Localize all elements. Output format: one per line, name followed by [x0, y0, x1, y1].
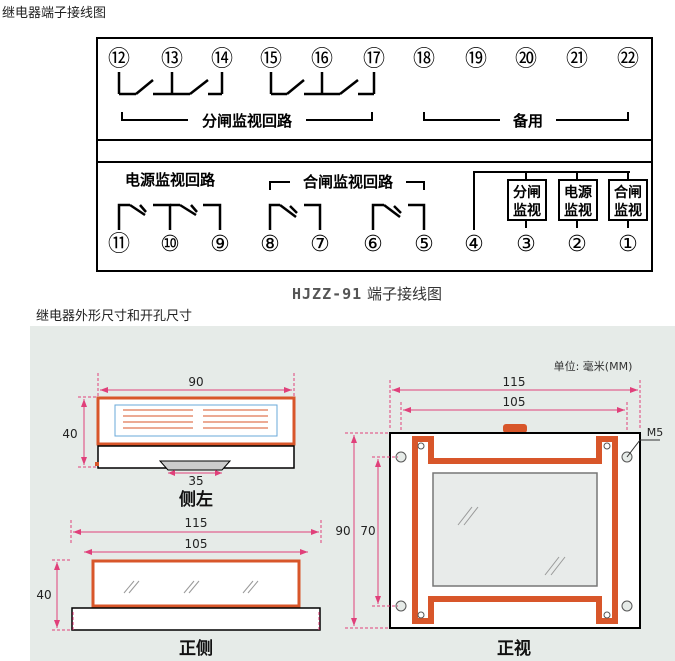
terminal-8: ⑧ [260, 232, 280, 257]
front-body [91, 559, 301, 608]
box-open-monitor [507, 179, 547, 221]
view-screen-glare [457, 506, 566, 576]
front-outer-label: 115 [185, 516, 208, 530]
side-notch-label: 35 [188, 474, 203, 488]
wiring-header: 继电器端子接线图 [2, 6, 107, 21]
contacts-15-17 [269, 72, 376, 96]
box-open-line1: 分闸 [513, 184, 541, 201]
view-frame [412, 436, 618, 624]
front-glare [123, 580, 259, 594]
side-height-label: 40 [62, 427, 77, 441]
view-h-outer-label: 90 [335, 524, 350, 538]
terminal-11: ⑪ [108, 232, 130, 257]
front-base [71, 607, 321, 631]
front-title: 正侧 [179, 638, 213, 659]
terminal-18: ⑱ [413, 47, 435, 72]
box-close-monitor [608, 179, 648, 221]
terminal-17: ⑰ [363, 47, 385, 72]
view-h-inner-label: 70 [360, 524, 375, 538]
terminal-6: ⑥ [363, 232, 383, 257]
view-screen [432, 472, 598, 587]
terminal-16: ⑯ [311, 47, 333, 72]
box-power-line2: 监视 [564, 202, 592, 219]
view-top-latch [503, 424, 527, 433]
terminals-top: ⑫ ⑬ ⑭ ⑮ ⑯ ⑰ ⑱ ⑲ ⑳ ㉑ ㉒ [108, 47, 639, 72]
monitor-bus [473, 171, 630, 230]
terminal-22: ㉒ [617, 47, 639, 72]
terminal-2: ② [567, 232, 587, 257]
terminal-7: ⑦ [310, 232, 330, 257]
box-close-line2: 监视 [614, 202, 642, 219]
wiring-frame [96, 37, 653, 272]
label-open-monitor: 分闸监视回路 [202, 112, 293, 130]
front-side-view: 115 105 40 正侧 [36, 516, 322, 659]
bracket-open-monitor [121, 112, 373, 121]
terminal-13: ⑬ [161, 47, 183, 72]
box-power-monitor [558, 179, 598, 221]
view-mount-holes [395, 442, 633, 619]
unit-label: 单位: 毫米(MM) [554, 359, 633, 373]
caption-model: HJZZ-91 [292, 285, 363, 303]
view-inner-label: 105 [503, 395, 526, 409]
contacts-6-5 [371, 203, 426, 230]
terminal-20: ⑳ [515, 47, 537, 72]
box-open-line2: 监视 [513, 202, 541, 219]
side-view: 90 40 35 侧左 [62, 373, 296, 510]
terminal-19: ⑲ [465, 47, 487, 72]
terminal-10: ⑩ [160, 232, 180, 257]
box-close-line1: 合闸 [614, 184, 642, 201]
front-height-label: 40 [36, 588, 51, 602]
terminal-15: ⑮ [260, 47, 282, 72]
view-title: 正视 [497, 638, 531, 659]
diagram-caption: HJZZ-91 端子接线图 [292, 283, 442, 304]
dims-header: 继电器外形尺寸和开孔尺寸 [36, 309, 193, 324]
side-title: 侧左 [179, 489, 213, 510]
caption-text: 端子接线图 [367, 285, 443, 303]
bracket-spare [423, 112, 629, 121]
terminal-3: ③ [516, 232, 536, 257]
terminal-5: ⑤ [414, 232, 434, 257]
side-width-label: 90 [188, 375, 203, 389]
contacts-12-14 [117, 72, 224, 96]
wiring-diagram: ⑫ ⑬ ⑭ ⑮ ⑯ ⑰ ⑱ ⑲ ⑳ ㉑ ㉒ 分闸监视回路 [96, 37, 653, 272]
contacts-8-7 [268, 203, 322, 230]
terminal-1: ① [618, 232, 638, 257]
terminal-9: ⑨ [210, 232, 230, 257]
terminal-12: ⑫ [108, 47, 130, 72]
box-power-line1: 电源 [564, 184, 592, 201]
label-spare: 备用 [512, 112, 543, 130]
front-inner-label: 105 [185, 537, 208, 551]
terminal-21: ㉑ [566, 47, 588, 72]
view-outer-label: 115 [503, 375, 526, 389]
terminal-14: ⑭ [211, 47, 233, 72]
view-screw-label: M5 [647, 426, 664, 439]
front-view: 115 105 M5 [335, 375, 663, 659]
side-vent-lines [123, 409, 268, 429]
label-close-monitor: 合闸监视回路 [302, 173, 394, 191]
bracket-close-monitor [269, 181, 425, 190]
label-power-monitor: 电源监视回路 [125, 171, 216, 189]
side-notch [158, 460, 232, 471]
terminal-4: ④ [464, 232, 484, 257]
terminals-bottom: ⑪ ⑩ ⑨ ⑧ ⑦ ⑥ ⑤ ④ ③ ② ① [108, 232, 638, 257]
contacts-11-9 [117, 203, 222, 230]
